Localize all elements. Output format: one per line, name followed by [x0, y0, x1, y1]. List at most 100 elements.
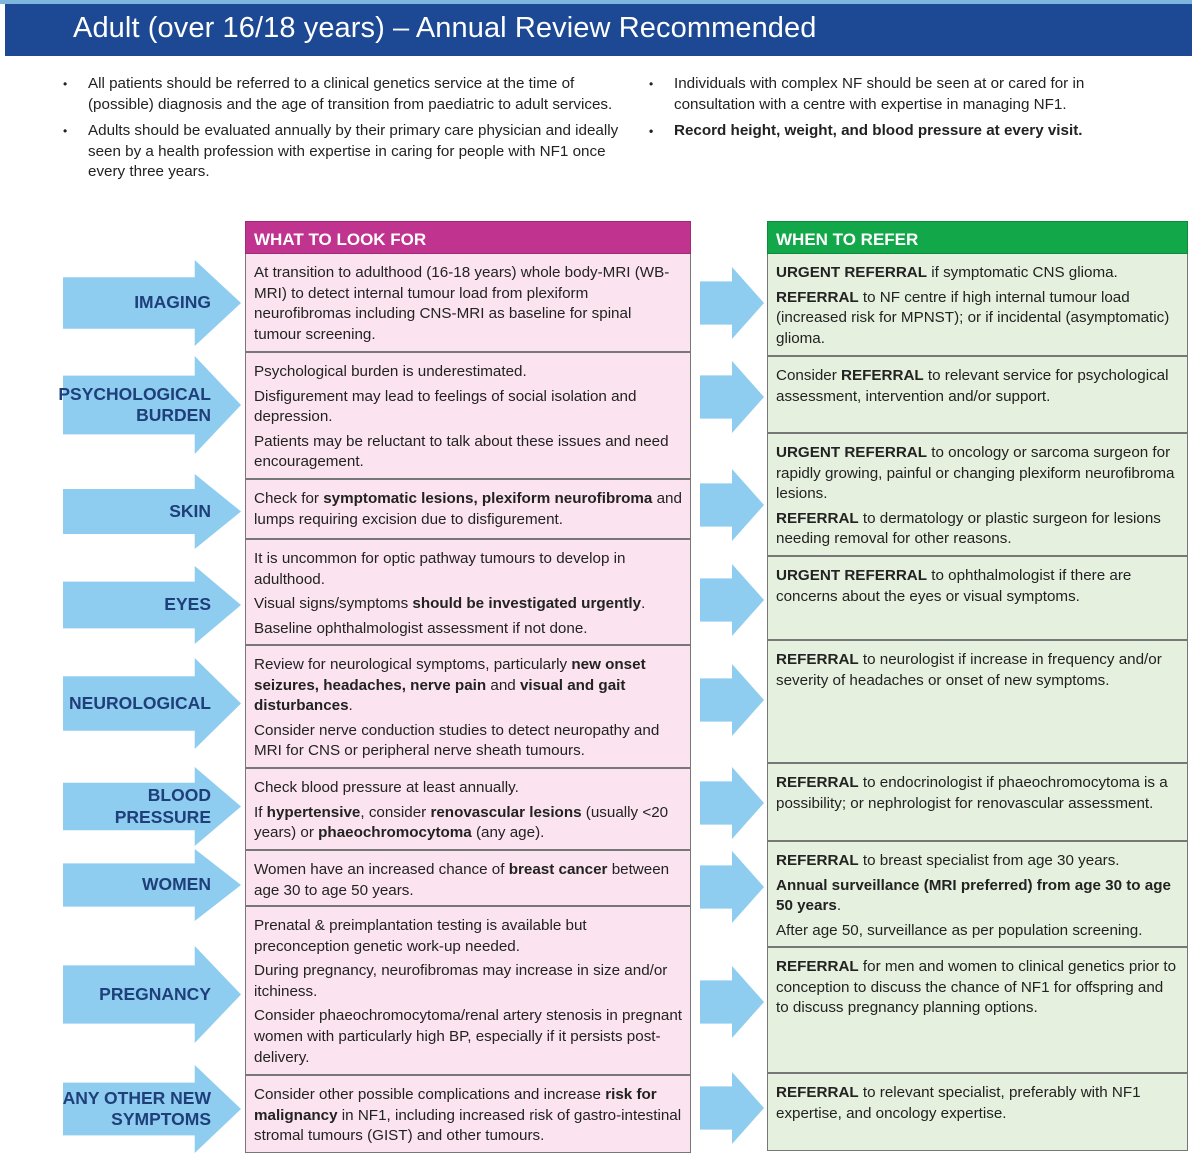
- bold-text: new onset seizures, headaches, nerve pai…: [254, 656, 646, 694]
- text: to NF centre if high internal tumour loa…: [776, 288, 1170, 347]
- text: to relevant service for psychological as…: [776, 367, 1169, 405]
- text: (any age).: [471, 824, 545, 842]
- text: Psychological burden is underestimated.: [254, 363, 527, 380]
- bullet-text: Adults should be evaluated annually by t…: [88, 122, 619, 181]
- category-label-line: WOMEN: [141, 874, 211, 895]
- category-label-line: IMAGING: [134, 292, 211, 313]
- bold-text: REFERRAL: [776, 774, 859, 791]
- when-to-refer-cell: Consider REFERRAL to relevant service fo…: [767, 356, 1188, 433]
- bold-text: risk for malignancy: [254, 1086, 657, 1124]
- category-arrow: [63, 849, 241, 921]
- bold-text: renovascular lesions: [430, 803, 582, 821]
- bold-text: REFERRAL: [776, 288, 859, 306]
- paragraph: Consider nerve conduction studies to det…: [254, 721, 682, 762]
- text: to dermatology or plastic surgeon for le…: [776, 509, 1161, 548]
- intro-bullet: •All patients should be referred to a cl…: [63, 74, 623, 115]
- category-arrow: [63, 658, 241, 749]
- paragraph: Review for neurological symptoms, partic…: [254, 655, 682, 717]
- paragraph: Annual surveillance (MRI preferred) from…: [776, 876, 1179, 917]
- category-arrow: [63, 260, 241, 346]
- paragraph: REFERRAL to neurologist if increase in f…: [776, 650, 1179, 691]
- text: and: [486, 676, 520, 694]
- text: Baseline ophthalmologist assessment if n…: [254, 619, 588, 637]
- bold-text: symptomatic lesions, plexiform neurofibr…: [323, 490, 653, 507]
- bold-text: should be investigated urgently: [412, 595, 642, 613]
- paragraph: At transition to adulthood (16-18 years)…: [254, 263, 682, 345]
- text: Women have an increased chance of: [254, 861, 509, 878]
- what-to-look-for-cell: At transition to adulthood (16-18 years)…: [245, 254, 691, 352]
- intro-bullets-right: •Individuals with complex NF should be s…: [649, 74, 1149, 148]
- bold-text: URGENT REFERRAL: [776, 444, 928, 461]
- paragraph: REFERRAL to dermatology or plastic surge…: [776, 509, 1179, 550]
- category-label-line: PREGNANCY: [99, 983, 211, 1004]
- text: Patients may be reluctant to talk about …: [254, 432, 669, 471]
- category-label: PREGNANCY: [99, 984, 211, 1006]
- refer-arrow: [700, 564, 764, 636]
- text: to breast specialist from age 30 years.: [858, 852, 1120, 869]
- text: if symptomatic CNS glioma.: [927, 264, 1118, 281]
- refer-arrow: [700, 267, 764, 339]
- intro-bullet: •Individuals with complex NF should be s…: [649, 74, 1149, 115]
- page-title: Adult (over 16/18 years) – Annual Review…: [73, 12, 817, 44]
- category-label-line: BURDEN: [136, 405, 211, 425]
- bullet-marker: •: [649, 124, 654, 139]
- bold-text: visual and gait disturbances: [254, 676, 626, 715]
- bold-text: hypertensive: [266, 803, 361, 821]
- text: Consider: [776, 367, 841, 384]
- refer-arrow: [700, 851, 764, 923]
- text: and lumps requiring excision due to disf…: [254, 490, 682, 528]
- category-label-line: NEUROLOGICAL: [69, 692, 211, 713]
- page-header: Adult (over 16/18 years) – Annual Review…: [5, 4, 1192, 56]
- paragraph: URGENT REFERRAL to oncology or sarcoma s…: [776, 443, 1179, 505]
- text: .: [348, 697, 353, 715]
- what-to-look-for-cell: Prenatal & preimplantation testing is av…: [245, 906, 691, 1075]
- when-to-refer-cell: REFERRAL to endocrinologist if phaeochro…: [767, 763, 1188, 841]
- bold-text: breast cancer: [508, 861, 608, 878]
- text: Review for neurological symptoms, partic…: [254, 656, 572, 673]
- paragraph: Baseline ophthalmologist assessment if n…: [254, 619, 682, 640]
- text: .: [836, 897, 842, 915]
- when-to-refer-cell: URGENT REFERRAL to oncology or sarcoma s…: [767, 433, 1188, 556]
- paragraph: After age 50, surveillance as per popula…: [776, 921, 1179, 942]
- bullet-text: Record height, weight, and blood pressur…: [674, 122, 1083, 140]
- category-arrow: [63, 1065, 241, 1153]
- category-label: EYES: [164, 594, 211, 616]
- paragraph: Consider REFERRAL to relevant service fo…: [776, 366, 1179, 407]
- text: Consider phaeochromocytoma/renal artery …: [254, 1007, 683, 1066]
- paragraph: Women have an increased chance of breast…: [254, 860, 682, 901]
- bold-text: REFERRAL: [776, 958, 859, 975]
- refer-arrow: [700, 966, 764, 1038]
- when-to-refer-cell: URGENT REFERRAL if symptomatic CNS gliom…: [767, 254, 1188, 356]
- text: Check for: [254, 490, 324, 507]
- refer-arrow: [700, 361, 764, 433]
- paragraph: Visual signs/symptoms should be investig…: [254, 594, 682, 615]
- category-label-line: PRESSURE: [114, 806, 211, 827]
- text: .: [641, 595, 646, 613]
- paragraph: URGENT REFERRAL if symptomatic CNS gliom…: [776, 263, 1179, 284]
- what-to-look-for-cell: Women have an increased chance of breast…: [245, 850, 691, 906]
- what-to-look-for-cell: Psychological burden is underestimated. D…: [245, 352, 691, 479]
- column-header-what-to-look-for: WHAT TO LOOK FOR: [245, 221, 691, 254]
- refer-arrow: [700, 469, 764, 541]
- bold-text: REFERRAL: [776, 509, 859, 527]
- category-arrow: [63, 566, 241, 644]
- category-label-line: SKIN: [169, 500, 211, 521]
- paragraph: Disfigurement may lead to feelings of so…: [254, 387, 682, 428]
- text: It is uncommon for optic pathway tumours…: [254, 550, 626, 588]
- category-arrow: [63, 356, 241, 454]
- text: Check blood pressure at least annually.: [254, 779, 519, 796]
- text: At transition to adulthood (16-18 years)…: [254, 264, 670, 343]
- when-to-refer-cell: REFERRAL for men and women to clinical g…: [767, 947, 1188, 1073]
- text: Disfigurement may lead to feelings of so…: [254, 387, 637, 426]
- text: between age 30 to age 50 years.: [254, 861, 670, 899]
- category-label-line: SYMPTOMS: [111, 1109, 211, 1129]
- text: , consider: [360, 803, 431, 821]
- paragraph: URGENT REFERRAL to ophthalmologist if th…: [776, 566, 1179, 607]
- intro-bullet: • Record height, weight, and blood pressu…: [649, 121, 1149, 142]
- paragraph: REFERRAL to breast specialist from age 3…: [776, 851, 1179, 872]
- text: to oncology or sarcoma surgeon for rapid…: [776, 444, 1175, 503]
- bold-text: REFERRAL: [841, 367, 924, 384]
- category-label-line: EYES: [164, 594, 211, 615]
- paragraph: It is uncommon for optic pathway tumours…: [254, 549, 682, 590]
